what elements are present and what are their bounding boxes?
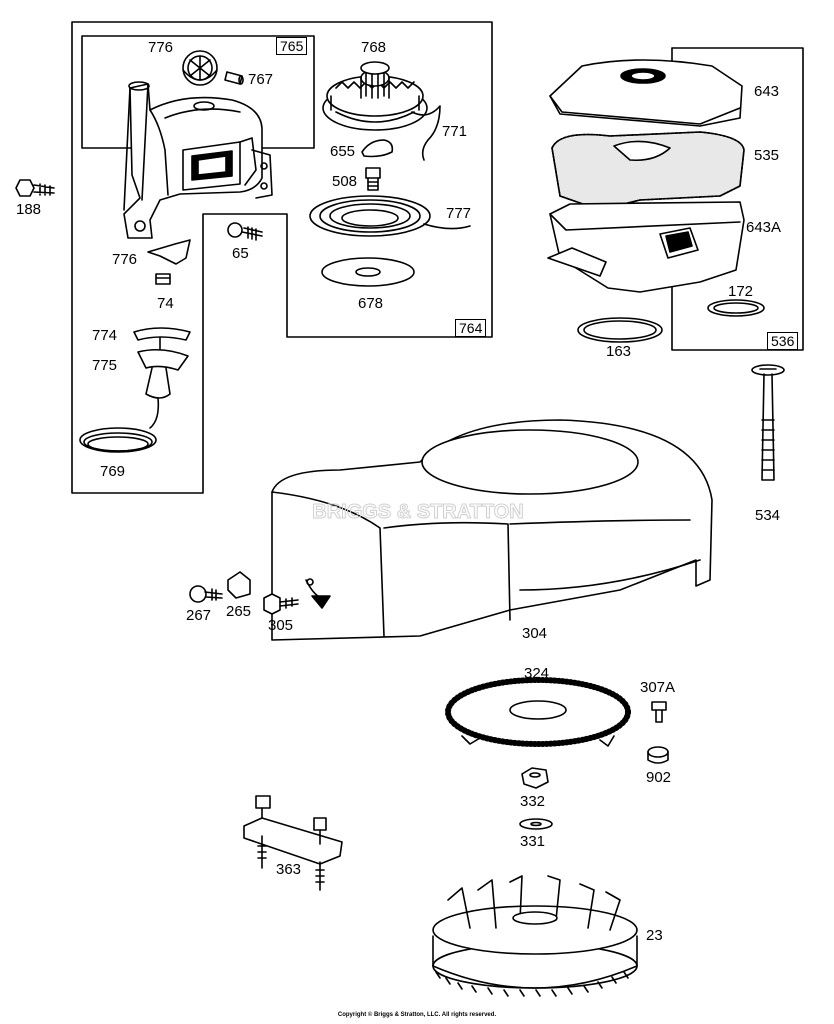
- frame-starter-assembly: [71, 21, 493, 494]
- part-label-775: 775: [92, 357, 118, 374]
- nut-332-part: [521, 767, 549, 789]
- part-label-172: 172: [728, 283, 754, 300]
- rotating-screen-part: [445, 677, 631, 747]
- washer-plate-part: [321, 257, 415, 287]
- part-label-65: 65: [232, 245, 249, 262]
- nut-74-part: [155, 273, 171, 285]
- assembly-label-765: 765: [276, 37, 308, 55]
- handle-knob-part: [182, 50, 218, 86]
- part-label-188: 188: [16, 201, 42, 218]
- nut-902-part: [647, 746, 669, 764]
- part-label-777: 777: [446, 205, 472, 222]
- clip-265-part: [227, 571, 251, 599]
- part-label-324: 324: [524, 665, 550, 682]
- part-label-331: 331: [520, 833, 546, 850]
- spring-wire-part: [411, 105, 441, 161]
- pulley-part: [322, 61, 428, 131]
- grip-handle-part: [133, 327, 191, 429]
- part-label-655: 655: [330, 143, 356, 160]
- part-label-267: 267: [186, 607, 212, 624]
- screw-307a-part: [651, 701, 667, 723]
- screw-267-part: [189, 585, 223, 603]
- part-label-774: 774: [92, 327, 118, 344]
- assembly-label-536: 536: [767, 332, 799, 350]
- cam-part: [361, 139, 394, 158]
- part-label-305: 305: [268, 617, 294, 634]
- part-label-535: 535: [754, 147, 780, 164]
- rewind-spring-part: [309, 195, 471, 237]
- part-label-768: 768: [361, 39, 387, 56]
- part-label-643a: 643A: [746, 219, 782, 236]
- pin-part: [224, 71, 244, 85]
- part-label-643: 643: [754, 83, 780, 100]
- part-label-776-bracket: 776: [112, 251, 138, 268]
- screw-65-part: [227, 222, 263, 241]
- housing-logo-text: BRIGGS & STRATTON: [312, 501, 523, 523]
- part-label-23: 23: [646, 927, 663, 944]
- washer-331-part: [519, 818, 553, 830]
- starter-housing-part: [123, 81, 273, 239]
- air-cleaner-base-part: [547, 201, 745, 293]
- long-bolt-part: [751, 364, 785, 481]
- gasket-163-part: [577, 317, 663, 343]
- air-cleaner-cover-part: [549, 59, 743, 127]
- part-label-304: 304: [522, 625, 548, 642]
- gasket-172-part: [707, 299, 765, 317]
- copyright-notice: Copyright © Briggs & Stratton, LLC. All …: [337, 1012, 497, 1018]
- assembly-label-764: 764: [455, 319, 487, 337]
- part-label-163: 163: [606, 343, 632, 360]
- part-label-769: 769: [100, 463, 126, 480]
- bolt-188-part: [15, 179, 55, 197]
- part-label-771: 771: [442, 123, 468, 140]
- foam-filter-part: [551, 131, 745, 211]
- stud-bracket-part: [243, 795, 343, 891]
- part-label-307a: 307A: [640, 679, 676, 696]
- flywheel-part: [432, 875, 638, 997]
- part-label-508: 508: [332, 173, 358, 190]
- screw-305-part: [263, 593, 299, 615]
- frame-536: [671, 47, 804, 351]
- bracket-part: [147, 239, 191, 265]
- part-label-332: 332: [520, 793, 546, 810]
- part-label-902: 902: [646, 769, 672, 786]
- blower-housing-part: [271, 419, 713, 641]
- part-label-678: 678: [358, 295, 384, 312]
- screw-part: [365, 167, 381, 191]
- part-label-534: 534: [755, 507, 781, 524]
- rope-part: [79, 427, 157, 453]
- part-label-767: 767: [248, 71, 274, 88]
- part-label-265: 265: [226, 603, 252, 620]
- part-label-776-knob: 776: [148, 39, 174, 56]
- part-label-363: 363: [276, 861, 302, 878]
- part-label-74: 74: [157, 295, 174, 312]
